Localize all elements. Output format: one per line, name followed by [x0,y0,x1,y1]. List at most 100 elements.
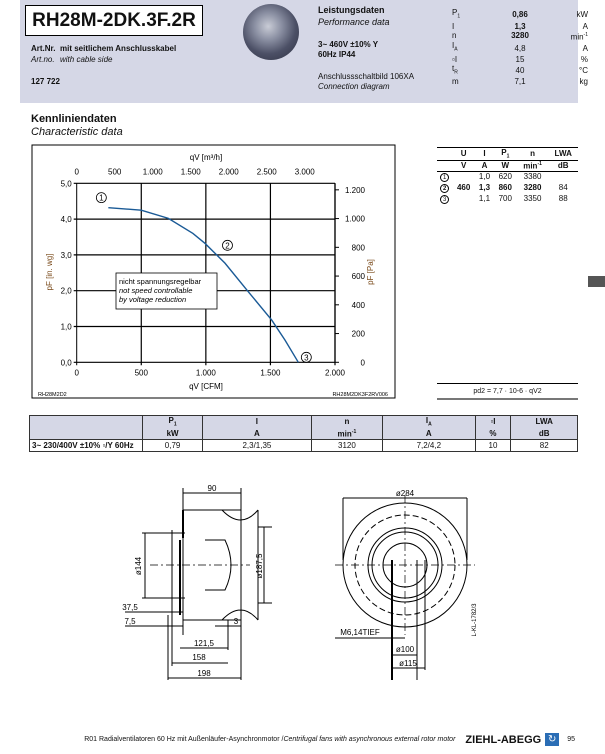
bottom-table-col-header: P1 [141,414,204,428]
bottom-table-col-header: IA [382,414,476,428]
art-number: 127 722 [31,77,60,86]
perf-symbol: IA [452,41,458,53]
perf-unit: min-1 [570,31,588,42]
connection-diagram-en: Connection diagram [318,82,390,91]
perf-symbol: I [452,21,455,31]
perf-symbol: P1 [452,8,461,20]
dimension-label: 37,5 [122,603,138,612]
y-tick-label: 4,0 [61,215,73,224]
op-table-cell: 700 [498,194,512,204]
perf-value: 40 [515,66,525,76]
page-tab-marker [588,276,605,287]
bottom-table-row-label: 3~ 230/400V ±10% ▫/Y 60Hz [29,439,143,453]
perf-value: 3280 [511,31,529,41]
pressure-formula: pd2 = 7,7 · 10-6 · qV2 [437,383,578,400]
perf-unit: °C [579,66,588,76]
perf-value: 15 [515,54,525,64]
operating-point-3: 3 [300,351,312,363]
op-table-cell [452,171,475,182]
x-tick-label: 2.000 [325,368,346,377]
x-top-tick-label: 2.000 [219,167,240,176]
y-tick-label: 5,0 [61,179,73,188]
bottom-table-col-header: n [310,414,384,428]
impeller-profile [221,509,259,621]
dimension-label: 158 [192,653,206,662]
dimension-label: M6,14TIEF [340,628,380,637]
op-table-cell: 460 [456,183,471,193]
bottom-table-col-header: I [202,414,312,428]
y-tick-label: 3,0 [61,251,73,260]
perf-title-en: Performance data [318,17,390,27]
bottom-table-unit: % [474,427,512,441]
art-desc-de: mit seitlichem Anschlusskabel [60,44,177,53]
op-table-cell [452,193,475,204]
formula-text: pd2 = 7,7 · 10-6 · qV2 [473,388,542,395]
bottom-table-cell: 82 [510,439,578,453]
footer: R01 Radialventilatoren 60 Hz mit Außenlä… [84,733,575,746]
perf-row: n 3280 min-1 [450,31,590,42]
y-right-tick-label: 1.000 [345,215,366,224]
op-table-col-header: LWA [554,149,572,159]
voltage-spec: 3~ 460V ±10% Y [318,40,379,49]
dimension-label: ø284 [396,489,415,498]
dimension-label: 121,5 [194,639,215,648]
x-tick-label: 1.500 [260,368,281,377]
operating-point-label: 3 [304,353,309,362]
op-point-marker: 3 [437,193,452,204]
y-right-tick-label: 200 [352,330,366,339]
annotation-line: by voltage reduction [119,295,186,304]
op-table-cell: 3280 [523,183,542,193]
fan-curve-line [108,206,299,363]
chart-code-right: RH28M2DK3F2RV006 [332,392,388,398]
model-title: RH28M-2DK.3F.2R [25,5,203,36]
x-tick-label: 1.000 [196,368,217,377]
y-axis-label: pF [in. wg] [45,254,54,291]
perf-symbol: tR [452,63,458,76]
y-right-axis-label: pF [Pa] [366,259,375,285]
bottom-table-cell: 7,2/4,2 [382,439,476,453]
bottom-table-unit: kW [141,427,204,441]
y-right-tick-label: 400 [352,301,366,310]
annotation-box [115,272,218,310]
op-table-cell: 3350 [523,194,542,204]
x-axis-label: qV [CFM] [189,382,223,391]
x-top-tick-label: 1.500 [181,167,202,176]
brand-logo-text: ZIEHL-ABEGG [465,733,542,746]
perf-unit: A [582,21,588,31]
perf-symbol: n [452,31,457,41]
perf-row: I 1,3 A [450,22,590,31]
perf-value: 1,3 [514,21,526,31]
bottom-table-unit: dB [510,427,578,441]
bottom-table-cell: 2,3/1,35 [202,439,312,453]
bottom-table-unit: min-1 [310,427,384,441]
x-top-tick-label: 1.000 [143,167,164,176]
chart-frame [31,144,396,399]
op-table-cell: 620 [498,172,512,182]
y-tick-label: 0,0 [61,358,73,367]
dimension-label: 198 [197,669,211,678]
x-tick-label: 0 [74,368,79,377]
dimension-label: ø187,5 [255,553,264,578]
perf-unit: kW [576,10,588,20]
brand-logo-icon: ↻ [545,733,560,746]
op-table-cell: 1,0 [478,172,491,182]
op-point-marker: 1 [437,171,452,182]
footer-text-de: R01 Radialventilatoren 60 Hz mit Außenlä… [84,736,284,743]
y-right-tick-label: 1.200 [345,186,366,195]
fan-product-image [243,4,299,60]
op-point-marker: 2 [437,182,452,193]
dimension-label: ø115 [399,659,417,668]
dimension-label: 90 [208,484,217,493]
bottom-table-cell: 10 [474,439,512,453]
dimension-label: L-KL-1782/3 [472,603,478,637]
x-top-tick-label: 2.500 [257,167,278,176]
